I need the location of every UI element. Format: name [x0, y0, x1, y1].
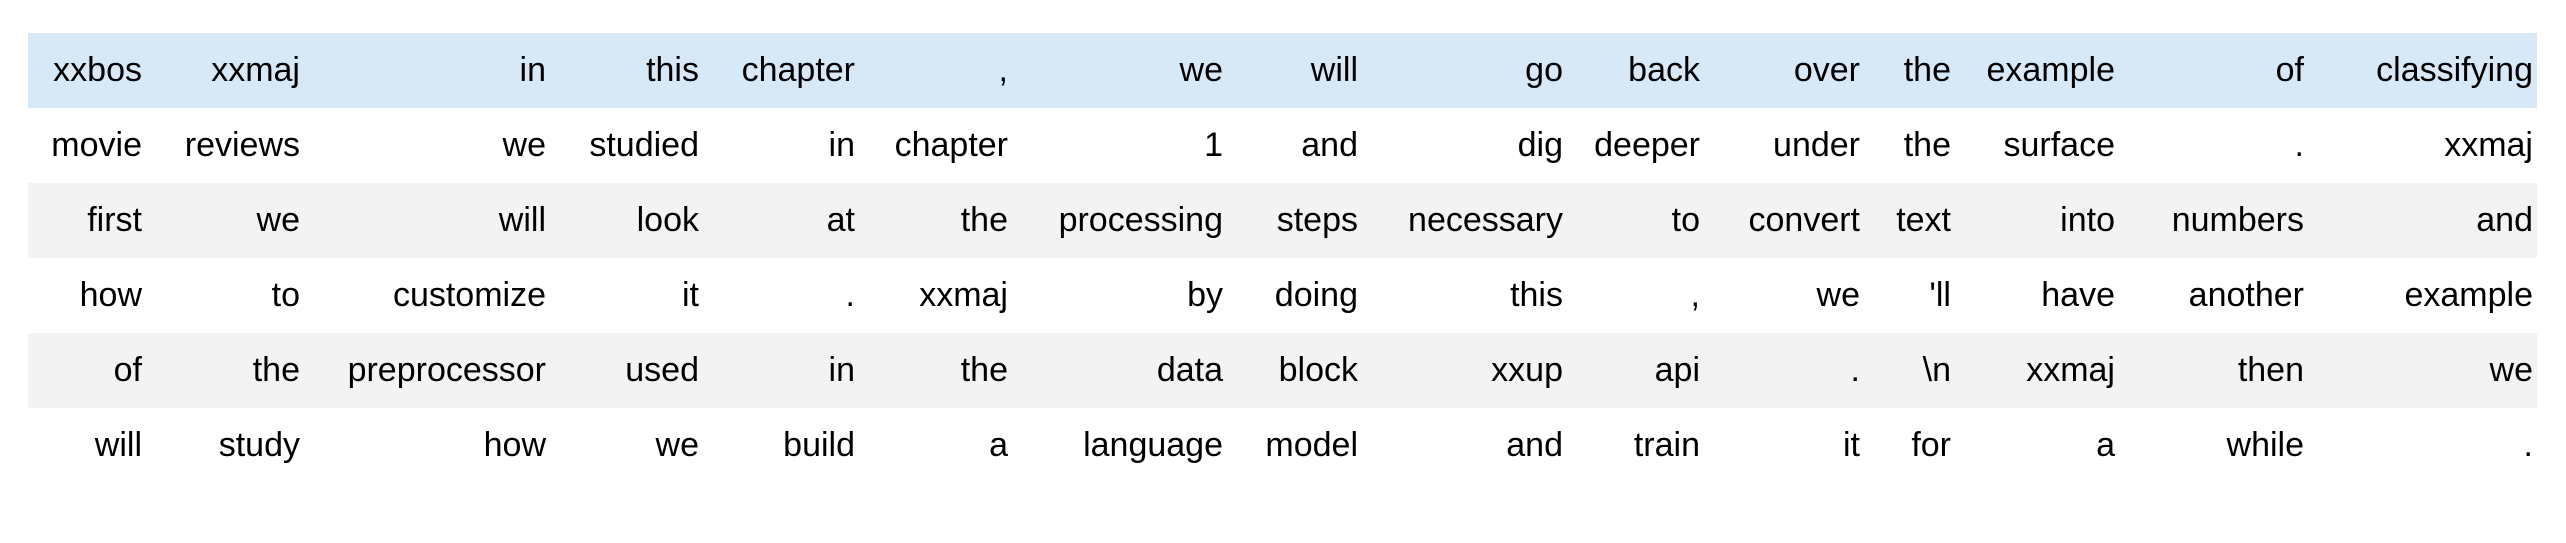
token-cell: at [826, 201, 855, 239]
token-cell: text [1896, 201, 1951, 239]
token-cell: steps [1276, 201, 1358, 239]
token-cell: it [682, 276, 699, 314]
token-cell: processing [1058, 201, 1223, 239]
token-cell: the [1903, 51, 1951, 89]
token-cell: doing [1274, 276, 1358, 314]
token-cell: over [1793, 51, 1860, 89]
token-cell: xxmaj [2026, 351, 2115, 389]
token-cell: go [1525, 51, 1563, 89]
token-cell: block [1278, 351, 1358, 389]
token-cell: xxup [1491, 351, 1563, 389]
token-cell: under [1773, 126, 1860, 164]
token-cell: reviews [184, 126, 300, 164]
token-cell: we [2489, 351, 2533, 389]
token-cell: by [1187, 276, 1223, 314]
token-cell: then [2237, 351, 2304, 389]
token-cell: of [2275, 51, 2304, 89]
token-row: how to customize it . xxmaj by doing thi… [28, 258, 2537, 333]
token-cell: of [113, 351, 142, 389]
token-cell: in [828, 126, 855, 164]
token-cell: studied [589, 126, 699, 164]
token-cell: how [79, 276, 142, 314]
token-cell: this [1510, 276, 1563, 314]
token-cell: another [2188, 276, 2304, 314]
token-cell: back [1628, 51, 1700, 89]
token-cell: surface [2003, 126, 2116, 164]
tokens-table: xxbos xxmaj in this chapter , we will go… [28, 33, 2537, 483]
token-cell: necessary [1408, 201, 1563, 239]
token-row-highlighted: xxbos xxmaj in this chapter , we will go… [28, 33, 2537, 108]
token-cell: will [1310, 51, 1358, 89]
token-cell: . [2294, 126, 2304, 164]
token-cell: xxmaj [2444, 126, 2533, 164]
token-cell: language [1083, 426, 1223, 464]
token-cell: convert [1748, 201, 1861, 239]
token-cell: preprocessor [347, 351, 546, 389]
token-cell: look [636, 201, 699, 239]
token-cell: the [960, 351, 1008, 389]
token-cell: movie [51, 126, 142, 164]
token-cell: we [655, 426, 699, 464]
token-cell: model [1265, 426, 1358, 464]
token-cell: xxmaj [919, 276, 1008, 314]
token-cell: a [2096, 426, 2115, 464]
token-cell: chapter [741, 51, 855, 89]
token-cell: a [989, 426, 1008, 464]
token-cell: 1 [1204, 126, 1223, 164]
token-cell: to [1671, 201, 1700, 239]
token-cell: for [1911, 426, 1951, 464]
token-cell: will [498, 201, 546, 239]
token-cell: have [2041, 276, 2115, 314]
token-cell: train [1633, 426, 1700, 464]
token-cell: while [2226, 426, 2304, 464]
token-cell: first [87, 201, 142, 239]
token-cell: deeper [1594, 126, 1700, 164]
token-cell: study [218, 426, 300, 464]
token-cell: the [252, 351, 300, 389]
token-cell: used [625, 351, 699, 389]
token-cell: to [271, 276, 300, 314]
token-cell: build [783, 426, 855, 464]
token-cell: . [845, 276, 855, 314]
token-cell: , [998, 51, 1008, 89]
token-cell: the [960, 201, 1008, 239]
token-cell: this [646, 51, 699, 89]
token-cell: example [2404, 276, 2533, 314]
token-cell: example [1986, 51, 2115, 89]
token-cell: \n [1922, 351, 1951, 389]
token-cell: chapter [894, 126, 1008, 164]
token-cell: we [1179, 51, 1223, 89]
token-row: will study how we build a language model… [28, 408, 2537, 483]
token-cell: , [1690, 276, 1700, 314]
token-cell: how [483, 426, 546, 464]
token-cell: we [1816, 276, 1860, 314]
token-cell: in [828, 351, 855, 389]
token-cell: will [94, 426, 142, 464]
token-cell: . [2523, 426, 2533, 464]
token-cell: classifying [2376, 51, 2533, 89]
token-row: first we will look at the processing ste… [28, 183, 2537, 258]
token-cell: 'll [1929, 276, 1951, 314]
token-cell: data [1156, 351, 1223, 389]
token-cell: in [519, 51, 546, 89]
token-row: of the preprocessor used in the data blo… [28, 333, 2537, 408]
token-cell: and [2476, 201, 2533, 239]
token-cell: numbers [2171, 201, 2304, 239]
token-cell: . [1850, 351, 1860, 389]
token-cell: xxbos [53, 51, 142, 89]
token-cell: api [1654, 351, 1700, 389]
token-cell: into [2060, 201, 2115, 239]
token-cell: xxmaj [211, 51, 300, 89]
token-row: movie reviews we studied in chapter 1 an… [28, 108, 2537, 183]
token-cell: customize [392, 276, 546, 314]
token-cell: and [1301, 126, 1358, 164]
token-cell: dig [1517, 126, 1563, 164]
token-cell: it [1843, 426, 1860, 464]
token-cell: we [502, 126, 546, 164]
token-cell: the [1903, 126, 1951, 164]
token-cell: we [256, 201, 300, 239]
token-cell: and [1506, 426, 1563, 464]
